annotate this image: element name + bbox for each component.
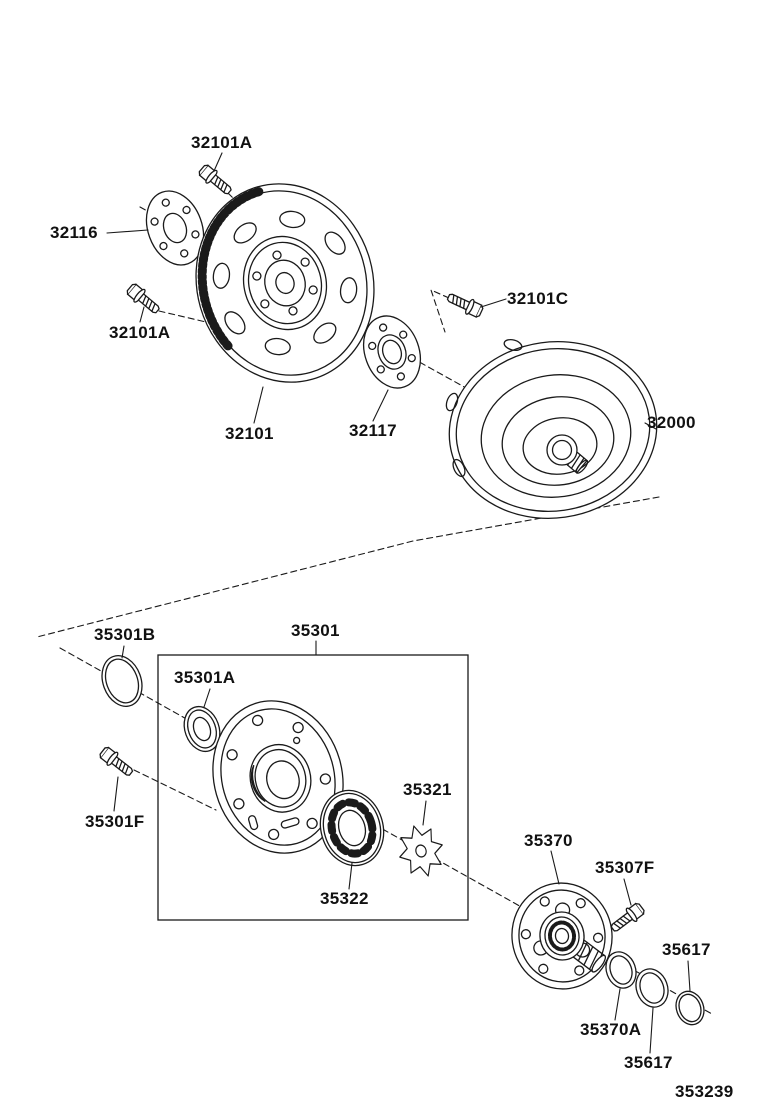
converter-lug bbox=[452, 458, 466, 478]
o-ring-35301b bbox=[101, 655, 143, 707]
spacer-plate-32117 bbox=[362, 315, 422, 389]
pump-drive-gear-35322 bbox=[319, 789, 385, 867]
part-label-35370a: 35370A bbox=[580, 1020, 642, 1039]
inner-gear-teeth bbox=[327, 798, 377, 858]
part-label-32101: 32101 bbox=[225, 424, 274, 443]
part-label-35301: 35301 bbox=[291, 621, 340, 640]
part-label-35322: 35322 bbox=[320, 889, 369, 908]
oil-pump-body-35301 bbox=[212, 700, 344, 854]
part-label-35321: 35321 bbox=[403, 780, 452, 799]
seal-ring-35617-outer bbox=[675, 990, 705, 1026]
part-label-32116: 32116 bbox=[50, 223, 98, 242]
spline-bore bbox=[547, 920, 577, 952]
seal-ring-35617-inner bbox=[635, 968, 669, 1008]
o-ring-35370a bbox=[605, 951, 637, 989]
construction-lines bbox=[36, 192, 713, 1015]
ring-gear-teeth bbox=[197, 187, 264, 353]
bolt-35301f bbox=[96, 744, 137, 781]
converter-lug bbox=[503, 338, 523, 352]
bolt-32101c bbox=[444, 289, 486, 321]
converter-lug bbox=[445, 392, 459, 412]
oil-seal-35301a bbox=[183, 705, 221, 753]
drive-plate-32101 bbox=[195, 183, 375, 383]
part-label-35370: 35370 bbox=[524, 831, 573, 850]
part-label-35301a: 35301A bbox=[174, 668, 236, 687]
part-label-35617-b: 35617 bbox=[624, 1053, 673, 1072]
pump-driven-gear-35321 bbox=[399, 825, 443, 877]
part-label-35617-a: 35617 bbox=[662, 940, 711, 959]
bolt-35307f bbox=[607, 900, 648, 936]
pump-assembly-box bbox=[157, 654, 469, 921]
part-label-32101a-top: 32101A bbox=[191, 133, 253, 152]
part-label-32101a-left: 32101A bbox=[109, 323, 171, 342]
part-label-32101c: 32101C bbox=[507, 289, 569, 308]
part-label-32000: 32000 bbox=[647, 413, 696, 432]
figure-number: 353239 bbox=[675, 1082, 734, 1101]
part-label-35307f: 35307F bbox=[595, 858, 655, 877]
part-label-32117: 32117 bbox=[349, 421, 397, 440]
leader-lines bbox=[106, 152, 691, 1054]
stator-support-35370 bbox=[511, 882, 613, 990]
bolt-32101a-left bbox=[124, 280, 164, 318]
pump-crescent bbox=[250, 764, 266, 803]
part-label-35301b: 35301B bbox=[94, 625, 156, 644]
part-label-35301f: 35301F bbox=[85, 812, 145, 831]
torque-converter-32000 bbox=[445, 338, 658, 519]
spacer-plate-32116 bbox=[145, 190, 205, 266]
